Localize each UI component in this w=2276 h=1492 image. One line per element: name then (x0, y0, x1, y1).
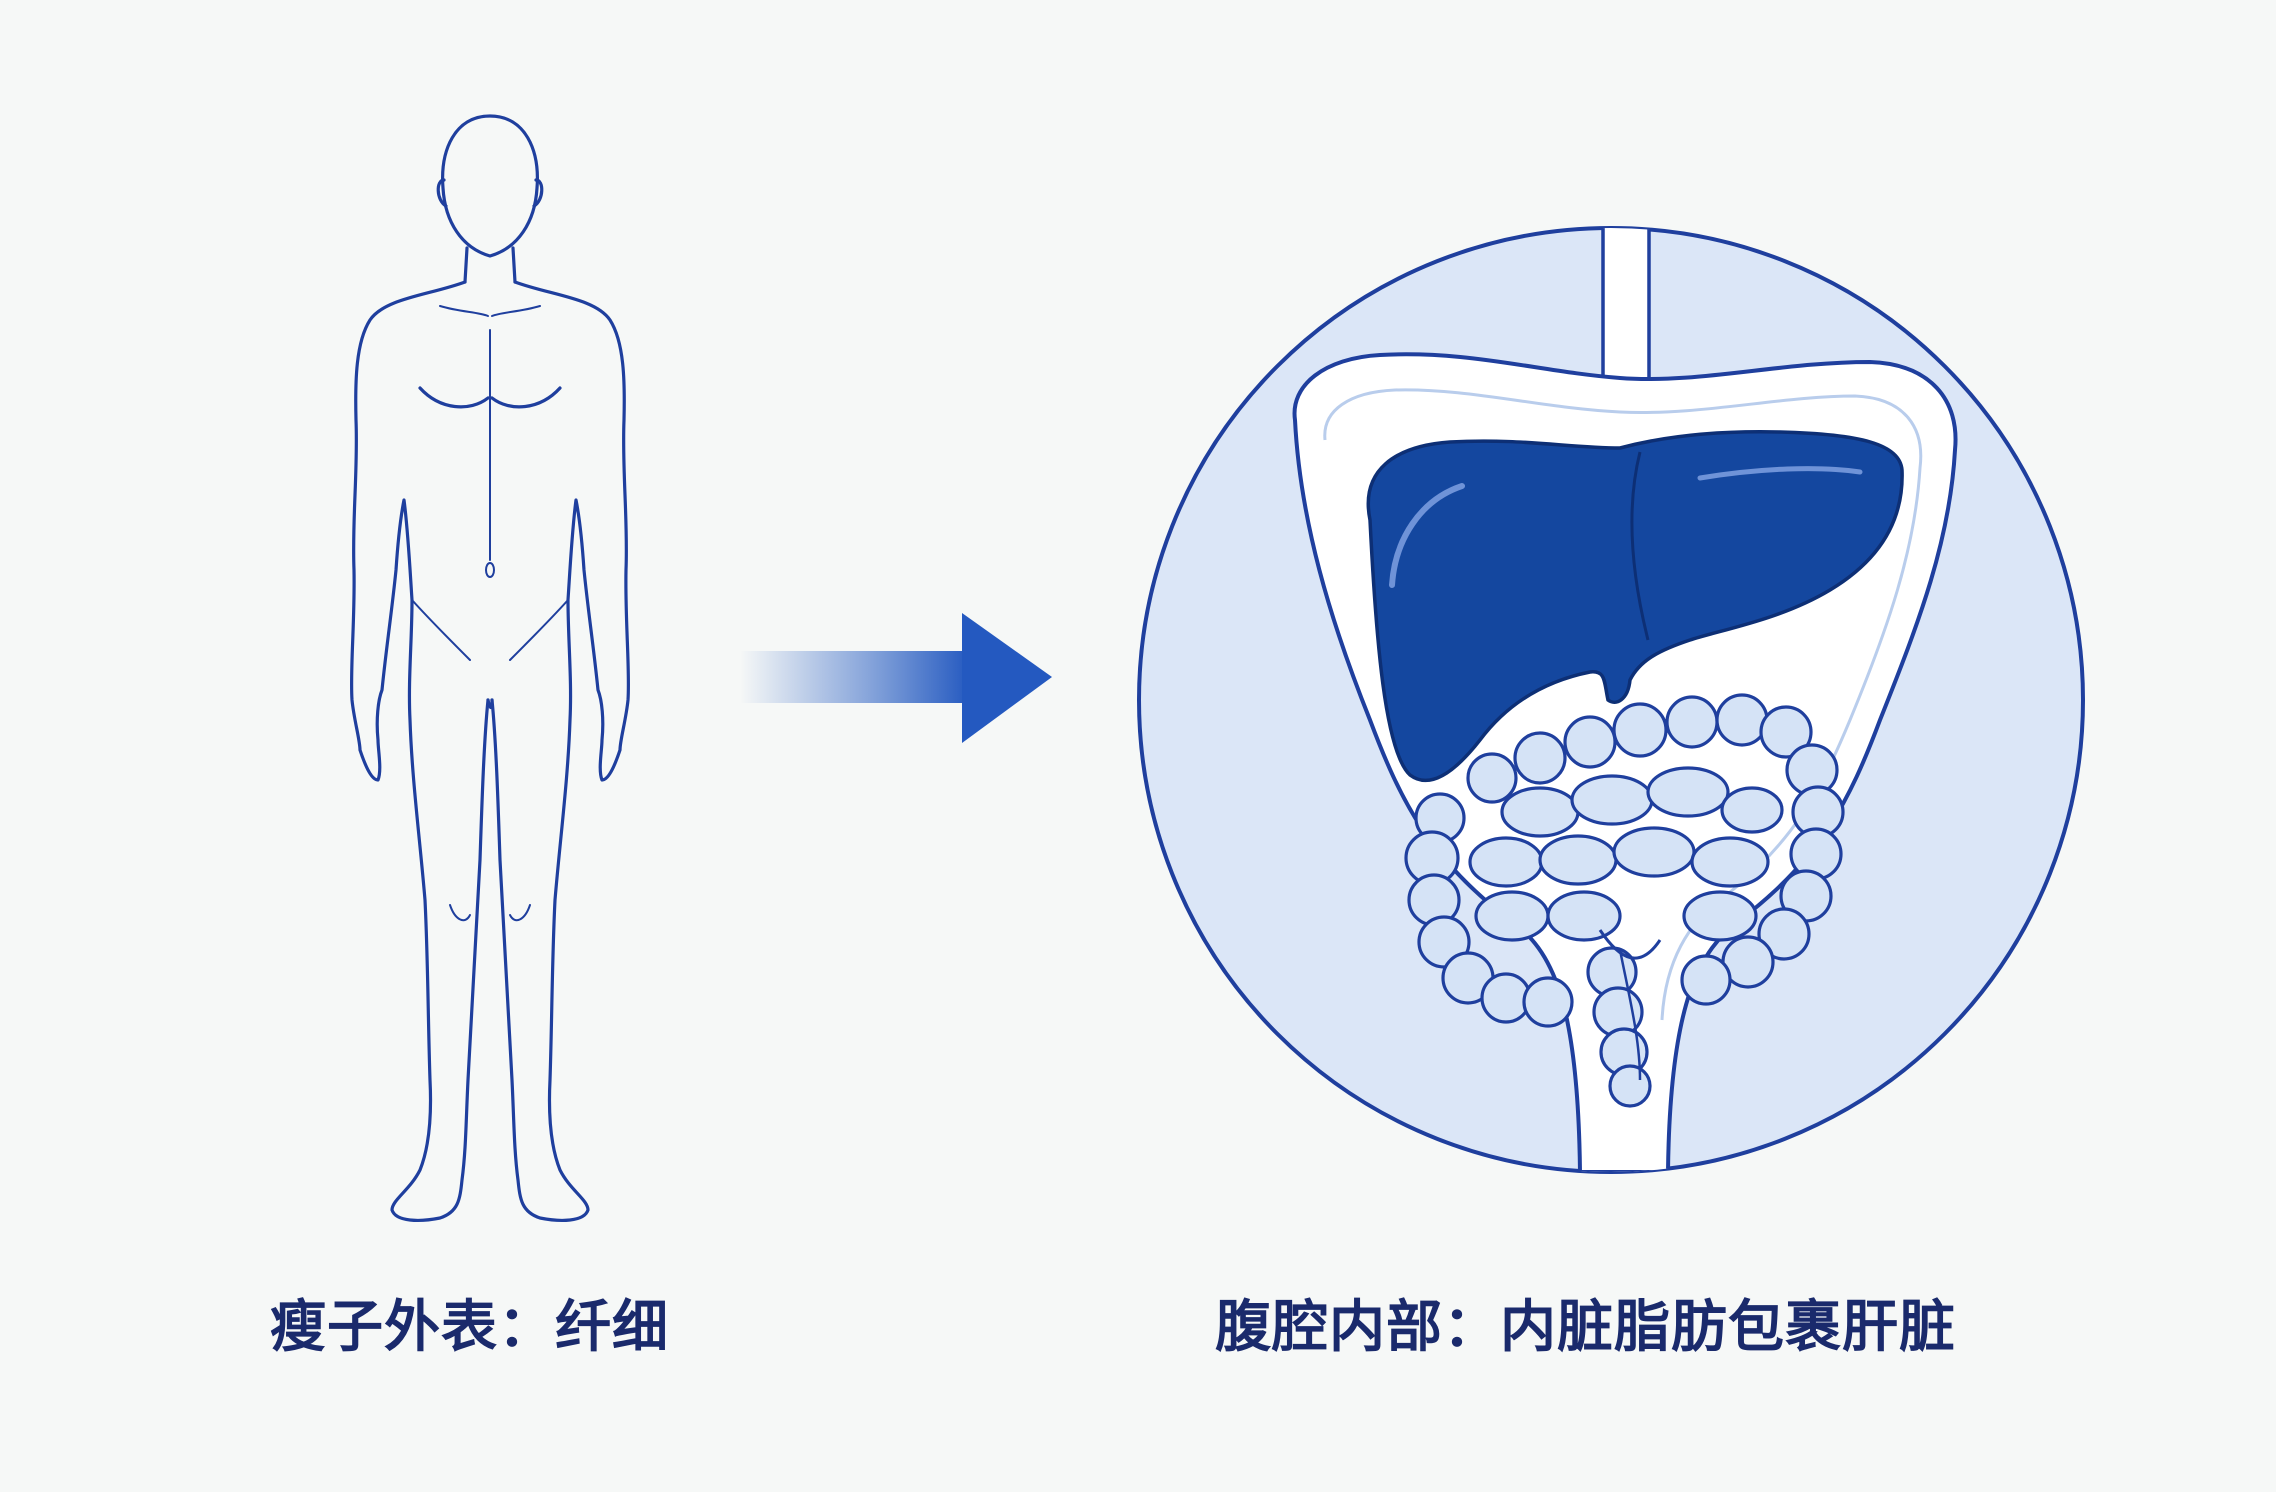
caption-slim-exterior: 瘦子外表：纤细 (270, 1295, 669, 1360)
head-outline (441, 114, 539, 258)
intestines-icon (1404, 693, 1845, 1108)
abdomen-inset (1137, 226, 2085, 1174)
caption-abdominal-interior: 腹腔内部：内脏脂肪包裹肝脏 (1215, 1295, 1956, 1360)
body-outline-left (349, 280, 490, 1222)
liver-icon (1366, 429, 1904, 782)
human-figure-outline (349, 114, 631, 1222)
arrow-right-icon (740, 613, 1052, 743)
body-outline-right (490, 280, 631, 1222)
